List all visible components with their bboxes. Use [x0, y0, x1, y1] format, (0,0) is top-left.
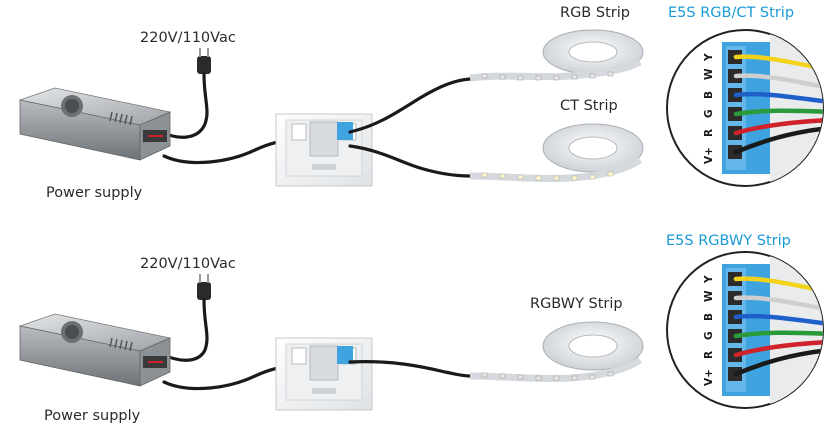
power-plug-icon: [197, 274, 211, 300]
rgb-strip-label: RGB Strip: [560, 5, 630, 21]
wall-controller: [275, 113, 373, 187]
power-plug-icon: [197, 48, 211, 74]
controller-to-ct-strip-cable: [348, 144, 472, 178]
ct-strip-label: CT Strip: [560, 98, 618, 114]
pin-r: R: [703, 351, 715, 359]
pin-vplus: V+: [703, 147, 715, 164]
pin-vplus: V+: [703, 369, 715, 386]
led-strip-reel: [469, 321, 644, 383]
pin-labels: V+ R G B W Y: [703, 53, 715, 164]
bottom-row: 220V/110Vac Power supply: [18, 233, 824, 424]
top-row: 220V/110Vac Power supply: [18, 5, 824, 201]
wall-controller: [275, 337, 373, 411]
pin-labels: V+ R G B W Y: [703, 275, 715, 386]
psu-label: Power supply: [44, 408, 141, 424]
pin-w: W: [703, 68, 715, 80]
pin-b: B: [703, 313, 715, 321]
led-strip-reel: [469, 29, 644, 82]
pin-w: W: [703, 290, 715, 302]
terminal-detail: [666, 29, 824, 187]
mains-label: 220V/110Vac: [140, 256, 236, 272]
mains-cable: [160, 298, 209, 362]
pin-g: G: [703, 331, 715, 340]
pin-r: R: [703, 129, 715, 137]
mains-label: 220V/110Vac: [140, 30, 236, 46]
led-strip-reel: [469, 123, 644, 183]
terminal-detail: [666, 251, 824, 409]
pin-g: G: [703, 109, 715, 118]
psu-label: Power supply: [46, 185, 143, 201]
power-supply-unit: [18, 87, 172, 161]
mains-cable: [160, 72, 209, 139]
power-supply-unit: [18, 313, 172, 387]
controller-to-rgb-strip-cable: [348, 77, 472, 134]
controller-to-rgbwy-strip-cable: [348, 360, 472, 378]
pin-b: B: [703, 91, 715, 99]
rgbwy-strip-label: RGBWY Strip: [530, 296, 623, 312]
detail-title: E5S RGB/CT Strip: [668, 5, 794, 21]
pin-y: Y: [703, 53, 715, 62]
pin-y: Y: [703, 275, 715, 284]
detail-title: E5S RGBWY Strip: [666, 233, 791, 249]
